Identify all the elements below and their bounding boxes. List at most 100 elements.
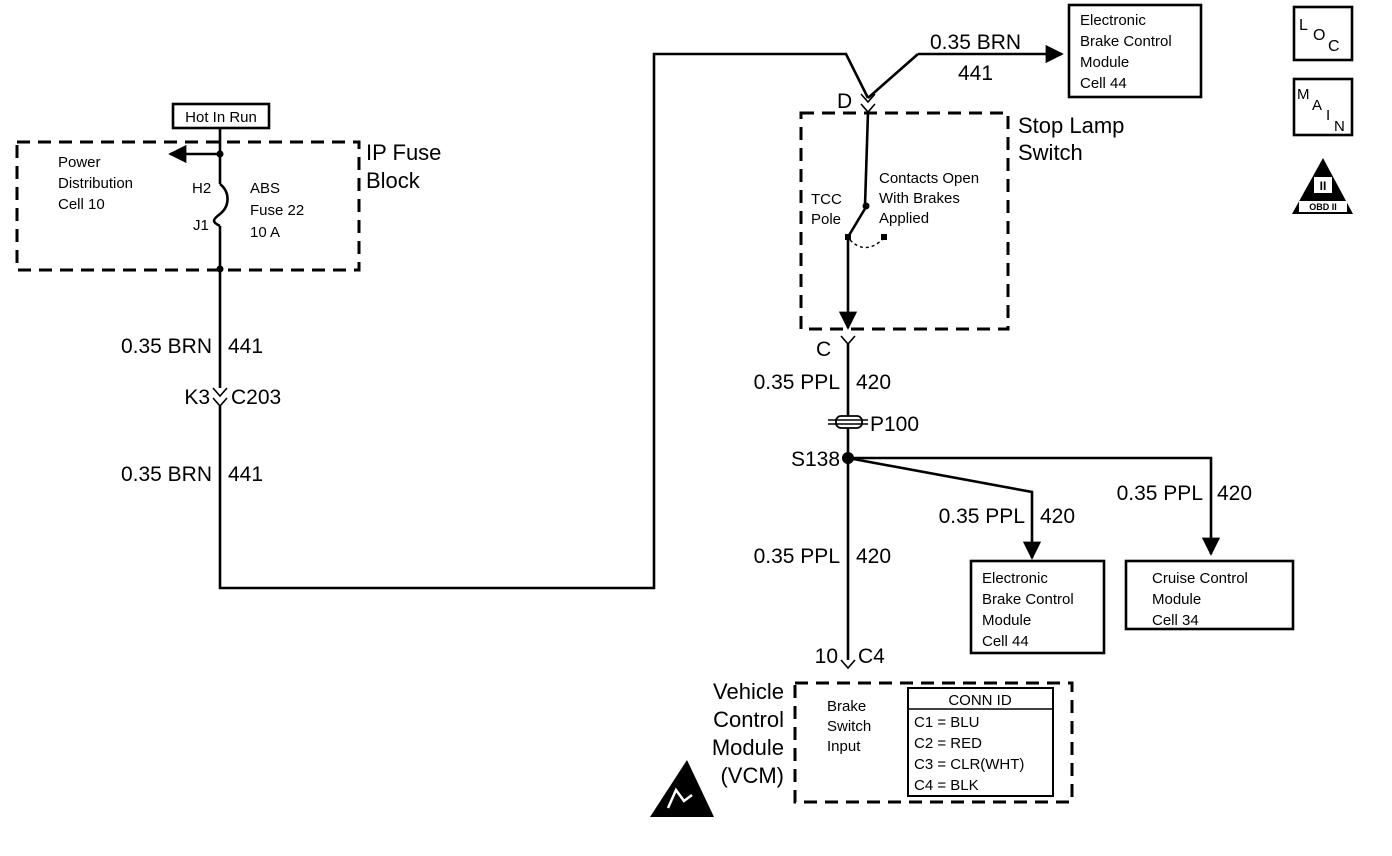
ebcm-bottom-line4: Cell 44 xyxy=(982,633,1029,650)
cruise-module-line3: Cell 34 xyxy=(1152,612,1199,629)
switch-blade xyxy=(846,206,868,238)
conn-id-table: CONN ID C1 = BLU C2 = RED C3 = CLR(WHT) … xyxy=(907,687,1054,797)
connector-c203-name: C203 xyxy=(231,386,281,409)
vcm-title-line3: Module xyxy=(712,735,784,760)
wire-vcm-circuit: 420 xyxy=(856,545,891,568)
connector-c203-symbol xyxy=(212,387,228,408)
switch-pivot xyxy=(845,234,851,240)
ebcm-branch-diagonal xyxy=(867,53,919,99)
left-wire-top-gauge: 0.35 BRN xyxy=(121,335,212,358)
power-distribution-line2: Distribution xyxy=(58,175,133,192)
obd-ii-numeral-box xyxy=(1314,177,1332,193)
fuse-rating: 10 A xyxy=(250,224,280,241)
p100-pass-through-symbol xyxy=(828,415,868,429)
switch-note-line3: Applied xyxy=(879,210,929,227)
power-distribution-line1: Power xyxy=(58,154,101,171)
main-icon: M A I N xyxy=(1292,77,1354,137)
left-wire-top-circuit: 441 xyxy=(228,335,263,358)
ip-fuse-block-outline xyxy=(15,140,361,272)
vcm-connector-name: C4 xyxy=(858,645,885,668)
ip-fuse-block-title-1: IP Fuse xyxy=(366,140,441,165)
obd-ii-icon: II OBD II xyxy=(1292,158,1353,214)
cruise-module-box xyxy=(1124,559,1295,631)
ebcm-bottom-line3: Module xyxy=(982,612,1031,629)
top-wire-gauge: 0.35 BRN xyxy=(930,31,1021,54)
obd-ii-numeral: II xyxy=(1320,179,1327,193)
wire-c-p100-gauge: 0.35 PPL xyxy=(754,371,840,394)
loc-icon-c: C xyxy=(1328,38,1340,55)
terminal-c-connector xyxy=(840,335,856,346)
left-wire-bottom-circuit: 441 xyxy=(228,463,263,486)
branch-ebcm-wire xyxy=(847,456,1042,560)
vcm-title-line4: (VCM) xyxy=(720,763,784,788)
branch-cruise-circuit: 420 xyxy=(1217,482,1252,505)
fuse-pin-j1: J1 xyxy=(193,217,209,234)
vcm-input-line2: Switch xyxy=(827,718,871,735)
main-icon-m: M xyxy=(1297,86,1310,103)
obd-ii-label-box xyxy=(1299,201,1347,212)
switch-open-contact xyxy=(881,234,887,240)
stop-lamp-switch-title-1: Stop Lamp xyxy=(1018,113,1124,138)
power-distribution-line3: Cell 10 xyxy=(58,196,105,213)
ebcm-top-line4: Cell 44 xyxy=(1080,75,1127,92)
left-wire-bottom-gauge: 0.35 BRN xyxy=(121,463,212,486)
stop-lamp-switch-title-2: Switch xyxy=(1018,140,1083,165)
top-wire-circuit: 441 xyxy=(958,62,993,85)
loc-icon: L O C xyxy=(1292,5,1354,62)
main-icon-i: I xyxy=(1326,107,1330,124)
fuse-block-exit-dot xyxy=(216,265,224,273)
s138-label: S138 xyxy=(791,448,840,471)
feed-junction-dot xyxy=(216,150,224,158)
hot-in-run-label-group: Hot In Run xyxy=(171,102,271,130)
loc-icon-o: O xyxy=(1313,27,1325,44)
ebcm-bottom-line2: Brake Control xyxy=(982,591,1074,608)
cruise-module-line1: Cruise Control xyxy=(1152,570,1248,587)
ebcm-top-line3: Module xyxy=(1080,54,1129,71)
switch-terminal-d: D xyxy=(837,90,852,113)
tcc-pole-line1: TCC xyxy=(811,191,842,208)
ebcm-top-line1: Electronic xyxy=(1080,12,1146,29)
switch-contact-top xyxy=(862,202,870,210)
vcm-input-line1: Brake xyxy=(827,698,866,715)
conn-id-row: C2 = RED xyxy=(914,735,982,752)
branch-ebcm-circuit: 420 xyxy=(1040,505,1075,528)
tcc-pole-line2: Pole xyxy=(811,211,841,228)
main-icon-n: N xyxy=(1334,118,1345,135)
conn-id-table-box xyxy=(907,687,1054,797)
ip-fuse-block-title-2: Block xyxy=(366,168,421,193)
esd-warning-icon xyxy=(650,760,714,817)
fuse-number: Fuse 22 xyxy=(250,202,304,219)
switch-note-line1: Contacts Open xyxy=(879,170,979,187)
conn-id-row: C3 = CLR(WHT) xyxy=(914,756,1024,773)
ebcm-top-box xyxy=(1067,3,1203,99)
ebcm-bottom-line1: Electronic xyxy=(982,570,1048,587)
switch-travel-arc xyxy=(849,237,885,249)
vcm-outline xyxy=(793,681,1074,804)
loc-icon-l: L xyxy=(1299,17,1308,34)
fuse-symbol xyxy=(212,182,229,228)
branch-cruise-wire xyxy=(848,456,1221,556)
wire-441-route xyxy=(218,52,870,590)
vcm-input-line3: Input xyxy=(827,738,861,755)
wire-vcm-gauge: 0.35 PPL xyxy=(754,545,840,568)
fuse-pin-h2: H2 xyxy=(192,180,211,197)
loc-icon-box xyxy=(1292,5,1354,62)
cruise-module-line2: Module xyxy=(1152,591,1201,608)
vcm-title-line2: Control xyxy=(713,707,784,732)
p100-label: P100 xyxy=(870,413,919,436)
switch-terminal-c: C xyxy=(816,338,831,361)
connector-c203-pin: K3 xyxy=(184,386,210,409)
conn-id-header: CONN ID xyxy=(948,692,1012,709)
ebcm-top-line2: Brake Control xyxy=(1080,33,1172,50)
conn-id-row: C1 = BLU xyxy=(914,714,979,731)
branch-cruise-gauge: 0.35 PPL xyxy=(1117,482,1203,505)
stop-lamp-switch-outline xyxy=(799,111,1010,331)
switch-input-lead xyxy=(863,111,870,207)
fuse-name: ABS xyxy=(250,180,280,197)
vcm-c4-connector xyxy=(840,659,856,670)
main-icon-box xyxy=(1292,77,1354,137)
conn-id-row: C4 = BLK xyxy=(914,777,979,794)
wire-c-p100-circuit: 420 xyxy=(856,371,891,394)
main-icon-a: A xyxy=(1312,97,1322,114)
